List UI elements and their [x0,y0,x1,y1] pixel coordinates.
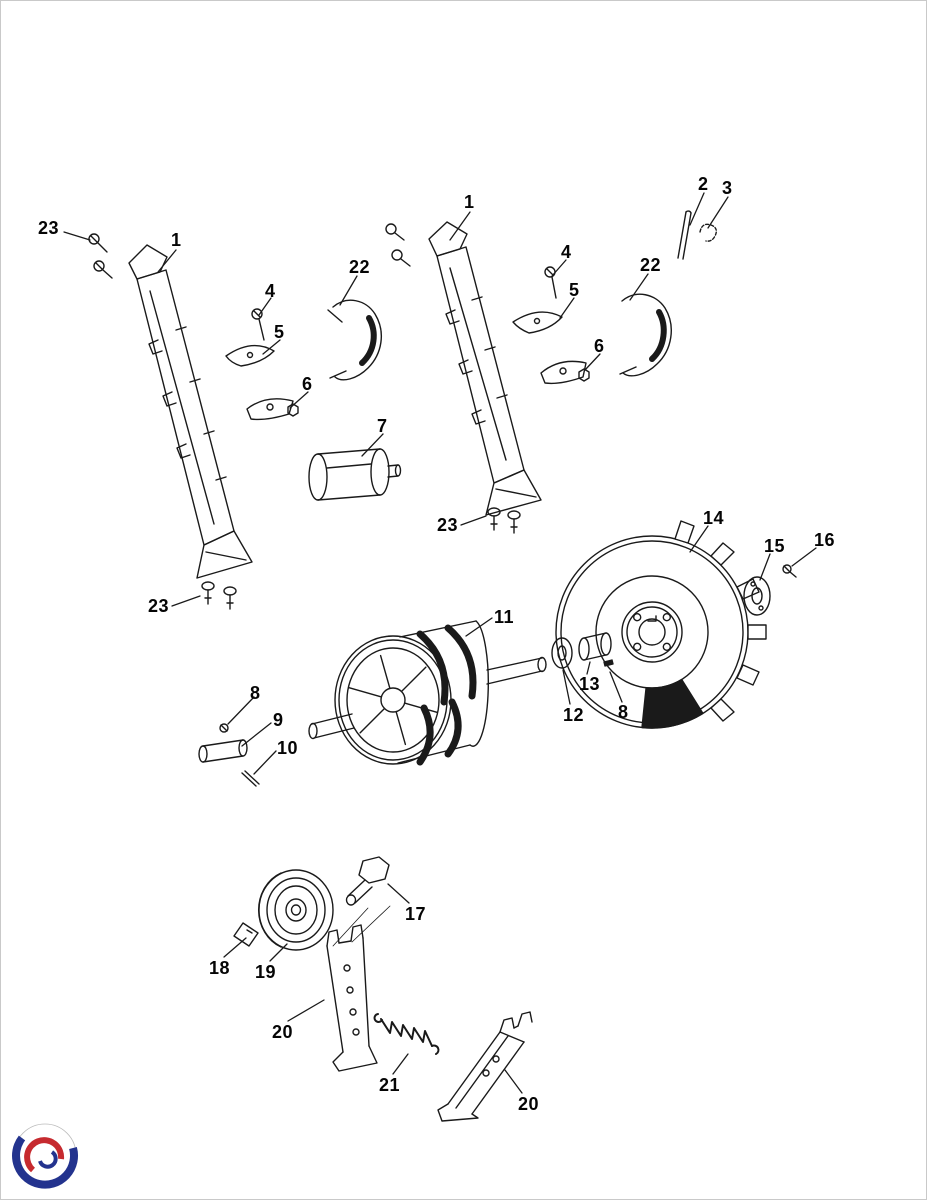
part-label: 23 [148,596,170,616]
spring [373,1013,440,1055]
roller [308,448,402,501]
screws-top-left [88,233,113,279]
side-plate-left [128,244,253,579]
part-label: 23 [38,218,60,238]
part-label: 7 [377,416,388,436]
part-label: 6 [302,374,313,394]
part-label: 19 [255,962,277,982]
part-label: 17 [405,904,427,924]
part-label: 8 [618,702,629,722]
washer-bushing-key [551,632,614,669]
rotor-drum [308,620,547,766]
leader-lines [63,192,817,1094]
tine-parts-right [512,266,590,385]
part-label: 10 [277,738,299,758]
part-label: 18 [209,958,231,978]
pulley [257,869,334,951]
tine-parts-left [225,308,299,421]
stand-leg-left [326,905,391,1072]
part-label: 12 [563,705,585,725]
part-label: 5 [274,322,285,342]
part-label: 22 [349,257,371,277]
part-label: 20 [272,1022,294,1042]
shaft-bolt [345,856,390,906]
screws-above-right-plate [385,223,411,267]
fan-wheel [555,520,767,729]
part-label: 11 [494,607,515,627]
part-label: 4 [265,281,276,301]
part-label: 13 [579,674,601,694]
flange-and-screw [743,564,797,616]
part-label: 5 [569,280,580,300]
part-label: 9 [273,710,284,730]
part-label: 3 [722,178,733,198]
part-label: 21 [379,1075,401,1095]
part-label: 22 [640,255,662,275]
side-plate-right [428,221,542,516]
pin-and-clip [677,210,718,260]
part-label: 4 [561,242,572,262]
key-plate [233,922,259,947]
part-label: 23 [437,515,459,535]
part-label: 6 [594,336,605,356]
part-label: 14 [703,508,725,528]
band-clamp-right [619,293,672,377]
part-label: 2 [698,174,709,194]
bolts-bottom-left [201,581,237,610]
part-label: 15 [764,536,786,556]
brand-swirl-logo [12,1123,79,1189]
part-label: 1 [464,192,475,212]
part-label: 16 [814,530,836,550]
shaft-small-parts [198,723,260,787]
bolts-under-right-plate [487,507,521,534]
part-label: 1 [171,230,182,250]
band-clamp-left [327,299,383,381]
part-label: 20 [518,1094,540,1114]
stand-leg-right [437,1011,533,1122]
part-label: 8 [250,683,261,703]
